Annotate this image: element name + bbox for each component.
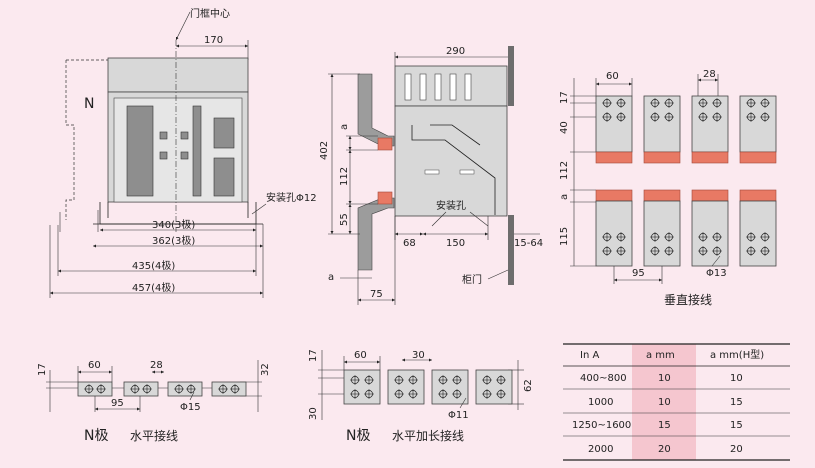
mount-hole-label: 安装孔Φ12: [266, 191, 317, 204]
dim-170: 170: [204, 35, 223, 46]
breaker-top: [107, 57, 249, 93]
h-dim-60: 60: [88, 360, 101, 371]
dim-112-side: 112: [339, 167, 350, 186]
table-header-a: a mm: [646, 350, 675, 361]
table-cell: 20: [658, 444, 671, 455]
h-dim-95: 95: [111, 398, 124, 409]
table-cell: 15: [658, 420, 671, 431]
table-cell: 10: [658, 397, 671, 408]
he-n-label: N极: [346, 428, 370, 444]
breaker-side-body: [394, 105, 508, 217]
dim-290: 290: [446, 46, 465, 57]
dim-457: 457(4极): [132, 281, 175, 294]
he-dim-60: 60: [354, 350, 367, 361]
vertical-wiring: 60 28 17 40 112 a 115: [559, 69, 777, 307]
he-dim-17: 17: [308, 349, 319, 362]
indicator-strip: [192, 105, 202, 197]
current-table: In A a mm a mm(H型) 400~800 10 10 1000 10…: [563, 343, 790, 461]
table-cell: 15: [730, 420, 743, 431]
door-panel-top: [508, 46, 514, 106]
table-cell: 1250~1600: [572, 420, 631, 431]
v-dim-60: 60: [606, 71, 619, 82]
dim-362: 362(3极): [152, 234, 195, 247]
he-dim-phi11: Φ11: [448, 410, 469, 421]
cabinet-door-label: 柜门: [462, 273, 482, 286]
side-view: 290 402 a 112 55 安装孔: [319, 46, 543, 305]
v-dim-28: 28: [703, 69, 716, 80]
door-center-label: 门框中心: [190, 7, 230, 20]
v-dim-40: 40: [559, 121, 570, 134]
dim-340: 340(3极): [152, 218, 195, 231]
h-dim-17: 17: [37, 363, 48, 376]
dim-75: 75: [370, 289, 383, 300]
horizontal-extended-wiring-title: 水平加长接线: [392, 428, 464, 443]
door-panel-bottom: [508, 215, 514, 285]
side-mount-hole-label: 安装孔: [436, 199, 466, 212]
table-cell: 10: [658, 373, 671, 384]
horizontal-extended-wiring: 60 30 17 30 62 Φ11 N极 水: [308, 349, 534, 444]
dim-150: 150: [446, 238, 465, 249]
upper-terminal: [377, 137, 393, 151]
upper-terminal-row: [595, 95, 777, 164]
table-header-in: In A: [580, 350, 599, 361]
dim-55-side: 55: [339, 213, 350, 226]
v-dim-a: a: [559, 194, 570, 200]
upper-busbar: [357, 73, 395, 147]
lower-terminal: [377, 191, 393, 205]
v-dim-phi13: Φ13: [706, 268, 727, 279]
table-cell: 1000: [588, 397, 613, 408]
horizontal-wiring-title: 水平接线: [130, 428, 178, 443]
table-cell: 15: [730, 397, 743, 408]
dim-15-64: 15-64: [514, 238, 543, 249]
he-dim-30b: 30: [308, 407, 319, 420]
horizontal-extended-terminal-row: [343, 369, 513, 405]
table-cell: 10: [730, 373, 743, 384]
table-cell: 2000: [588, 444, 613, 455]
controller-window: [213, 117, 235, 149]
table-cell: 400~800: [580, 373, 627, 384]
front-view: 门框中心 170 N 安装孔Φ12 340(3极: [49, 7, 317, 298]
horizontal-wiring: 60 28 17 32 95 Φ15 N极 水平接线: [37, 360, 271, 444]
n-label: N: [84, 96, 94, 112]
v-dim-95: 95: [632, 268, 645, 279]
v-dim-17: 17: [559, 91, 570, 104]
dim-402: 402: [319, 141, 330, 160]
he-dim-62: 62: [523, 379, 534, 392]
dim-a-side: a: [339, 124, 350, 130]
h-dim-28: 28: [150, 360, 163, 371]
h-dim-phi15: Φ15: [180, 402, 201, 413]
horizontal-terminal-row: [77, 381, 247, 397]
dim-a-bottom: a: [328, 272, 334, 283]
lower-terminal-row: [595, 189, 777, 267]
h-n-label: N极: [84, 428, 108, 444]
handle-window: [126, 105, 154, 197]
highlight-column: [632, 344, 696, 460]
he-dim-30: 30: [412, 350, 425, 361]
vertical-wiring-title: 垂直接线: [664, 292, 712, 307]
v-dim-115: 115: [559, 227, 570, 246]
table-header-a-h: a mm(H型): [710, 348, 764, 361]
h-dim-32: 32: [260, 363, 271, 376]
v-dim-112: 112: [559, 161, 570, 180]
dim-435: 435(4极): [132, 259, 175, 272]
table-cell: 20: [730, 444, 743, 455]
lower-busbar: [357, 197, 395, 271]
dim-68: 68: [403, 238, 416, 249]
